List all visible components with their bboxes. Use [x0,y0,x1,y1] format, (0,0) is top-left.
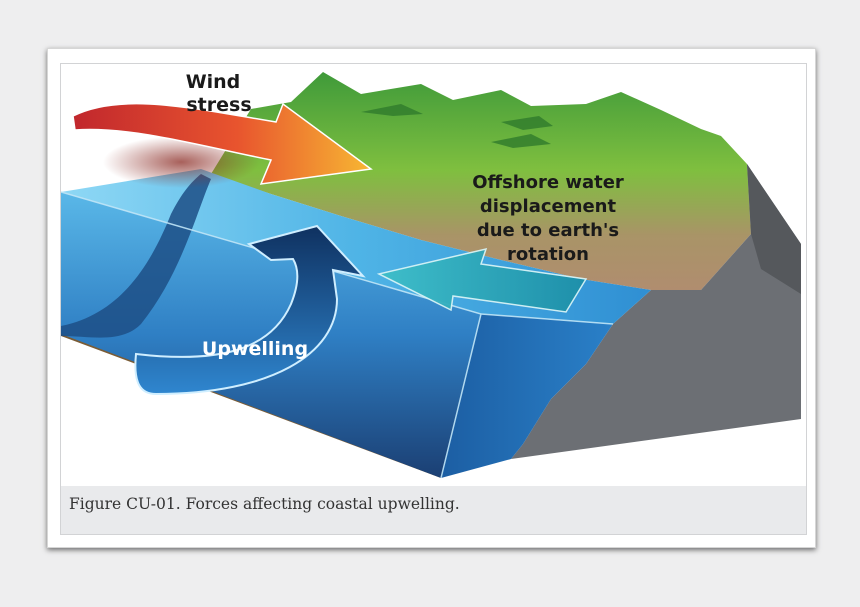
upwelling-arrow [134,224,366,396]
land-mountains [211,72,751,290]
mountain-ridge [361,104,553,148]
figure-caption: Figure CU-01. Forces affecting coastal u… [69,495,460,513]
figure-frame: Wind stress Offshore water displacement … [60,63,807,535]
figure-card: Wind stress Offshore water displacement … [47,48,816,548]
offshore-label-line1: Offshore water [472,172,624,193]
ocean-side-face [441,314,613,478]
wind-stress-arrow [72,102,373,185]
wind-label-line2: stress [186,94,251,116]
cross-section-edges [61,191,614,479]
offshore-label-line4: rotation [507,244,589,265]
coastal-cliff [511,164,801,459]
cliff-shading [747,164,801,294]
offshore-label-line3: due to earth's [477,220,619,241]
wind-label-line1: Wind [186,71,241,93]
coastal-upwelling-diagram: Wind stress Offshore water displacement … [61,64,806,486]
offshore-arrow [376,247,588,313]
upwelling-label: Upwelling [202,338,308,360]
offshore-label-line2: displacement [480,196,617,217]
continental-shelf [61,174,211,338]
